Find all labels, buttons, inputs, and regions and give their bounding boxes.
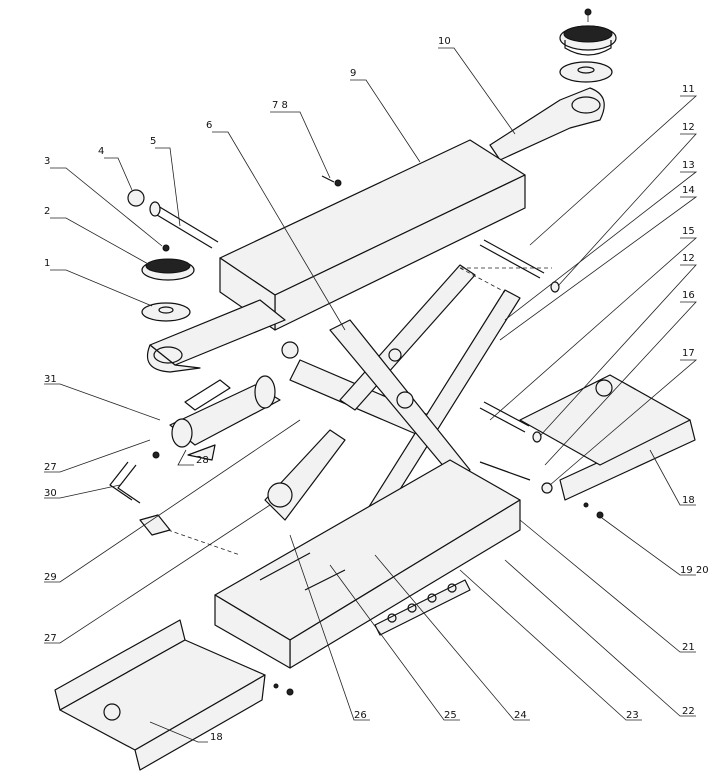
main-beam-9 bbox=[219, 139, 526, 331]
label-14: 14 bbox=[682, 185, 695, 196]
label-29: 29 bbox=[44, 572, 57, 583]
label-2: 2 bbox=[44, 206, 50, 217]
label-30: 30 bbox=[44, 488, 57, 499]
label-11: 11 bbox=[682, 84, 695, 95]
label-24: 24 bbox=[514, 710, 527, 721]
ramp-18-right bbox=[519, 374, 696, 501]
label-25: 25 bbox=[444, 710, 457, 721]
extension-arm-left bbox=[146, 299, 286, 373]
part-labels: 1 2 3 4 5 6 7 8 9 10 11 12 13 14 15 12 1… bbox=[44, 36, 709, 743]
label-3: 3 bbox=[44, 156, 50, 167]
label-6: 6 bbox=[206, 120, 212, 131]
left-lift-pad bbox=[127, 189, 219, 322]
label-9: 9 bbox=[350, 68, 356, 79]
leader-lines bbox=[44, 47, 698, 743]
label-12-top: 12 bbox=[682, 122, 695, 133]
pins bbox=[459, 239, 560, 494]
fitting-29 bbox=[139, 514, 241, 556]
label-31: 31 bbox=[44, 374, 57, 385]
label-18-left: 18 bbox=[210, 732, 223, 743]
label-12-bottom: 12 bbox=[682, 253, 695, 264]
label-10: 10 bbox=[438, 36, 451, 47]
label-5: 5 bbox=[150, 136, 156, 147]
label-27-lower: 27 bbox=[44, 633, 57, 644]
fasteners bbox=[152, 175, 604, 696]
hose-30 bbox=[109, 461, 141, 504]
label-1: 1 bbox=[44, 258, 50, 269]
label-18-right: 18 bbox=[682, 495, 695, 506]
label-19-20: 19 20 bbox=[680, 565, 709, 576]
ramp-18-left bbox=[54, 619, 266, 771]
label-27-upper: 27 bbox=[44, 462, 57, 473]
label-7-8: 7 8 bbox=[272, 100, 288, 111]
label-26: 26 bbox=[354, 710, 367, 721]
label-13: 13 bbox=[682, 160, 695, 171]
top-right-lift-pad bbox=[559, 8, 617, 83]
label-17: 17 bbox=[682, 348, 695, 359]
label-15: 15 bbox=[682, 226, 695, 237]
label-22: 22 bbox=[682, 706, 695, 717]
label-28: 28 bbox=[196, 455, 209, 466]
base-frame bbox=[214, 459, 521, 669]
scissor-linkage bbox=[264, 264, 521, 561]
label-21: 21 bbox=[682, 642, 695, 653]
extension-arm-10 bbox=[489, 87, 605, 161]
label-23: 23 bbox=[626, 710, 639, 721]
label-16: 16 bbox=[682, 290, 695, 301]
hydraulic-cylinder-28 bbox=[169, 375, 281, 461]
label-4: 4 bbox=[98, 146, 104, 157]
